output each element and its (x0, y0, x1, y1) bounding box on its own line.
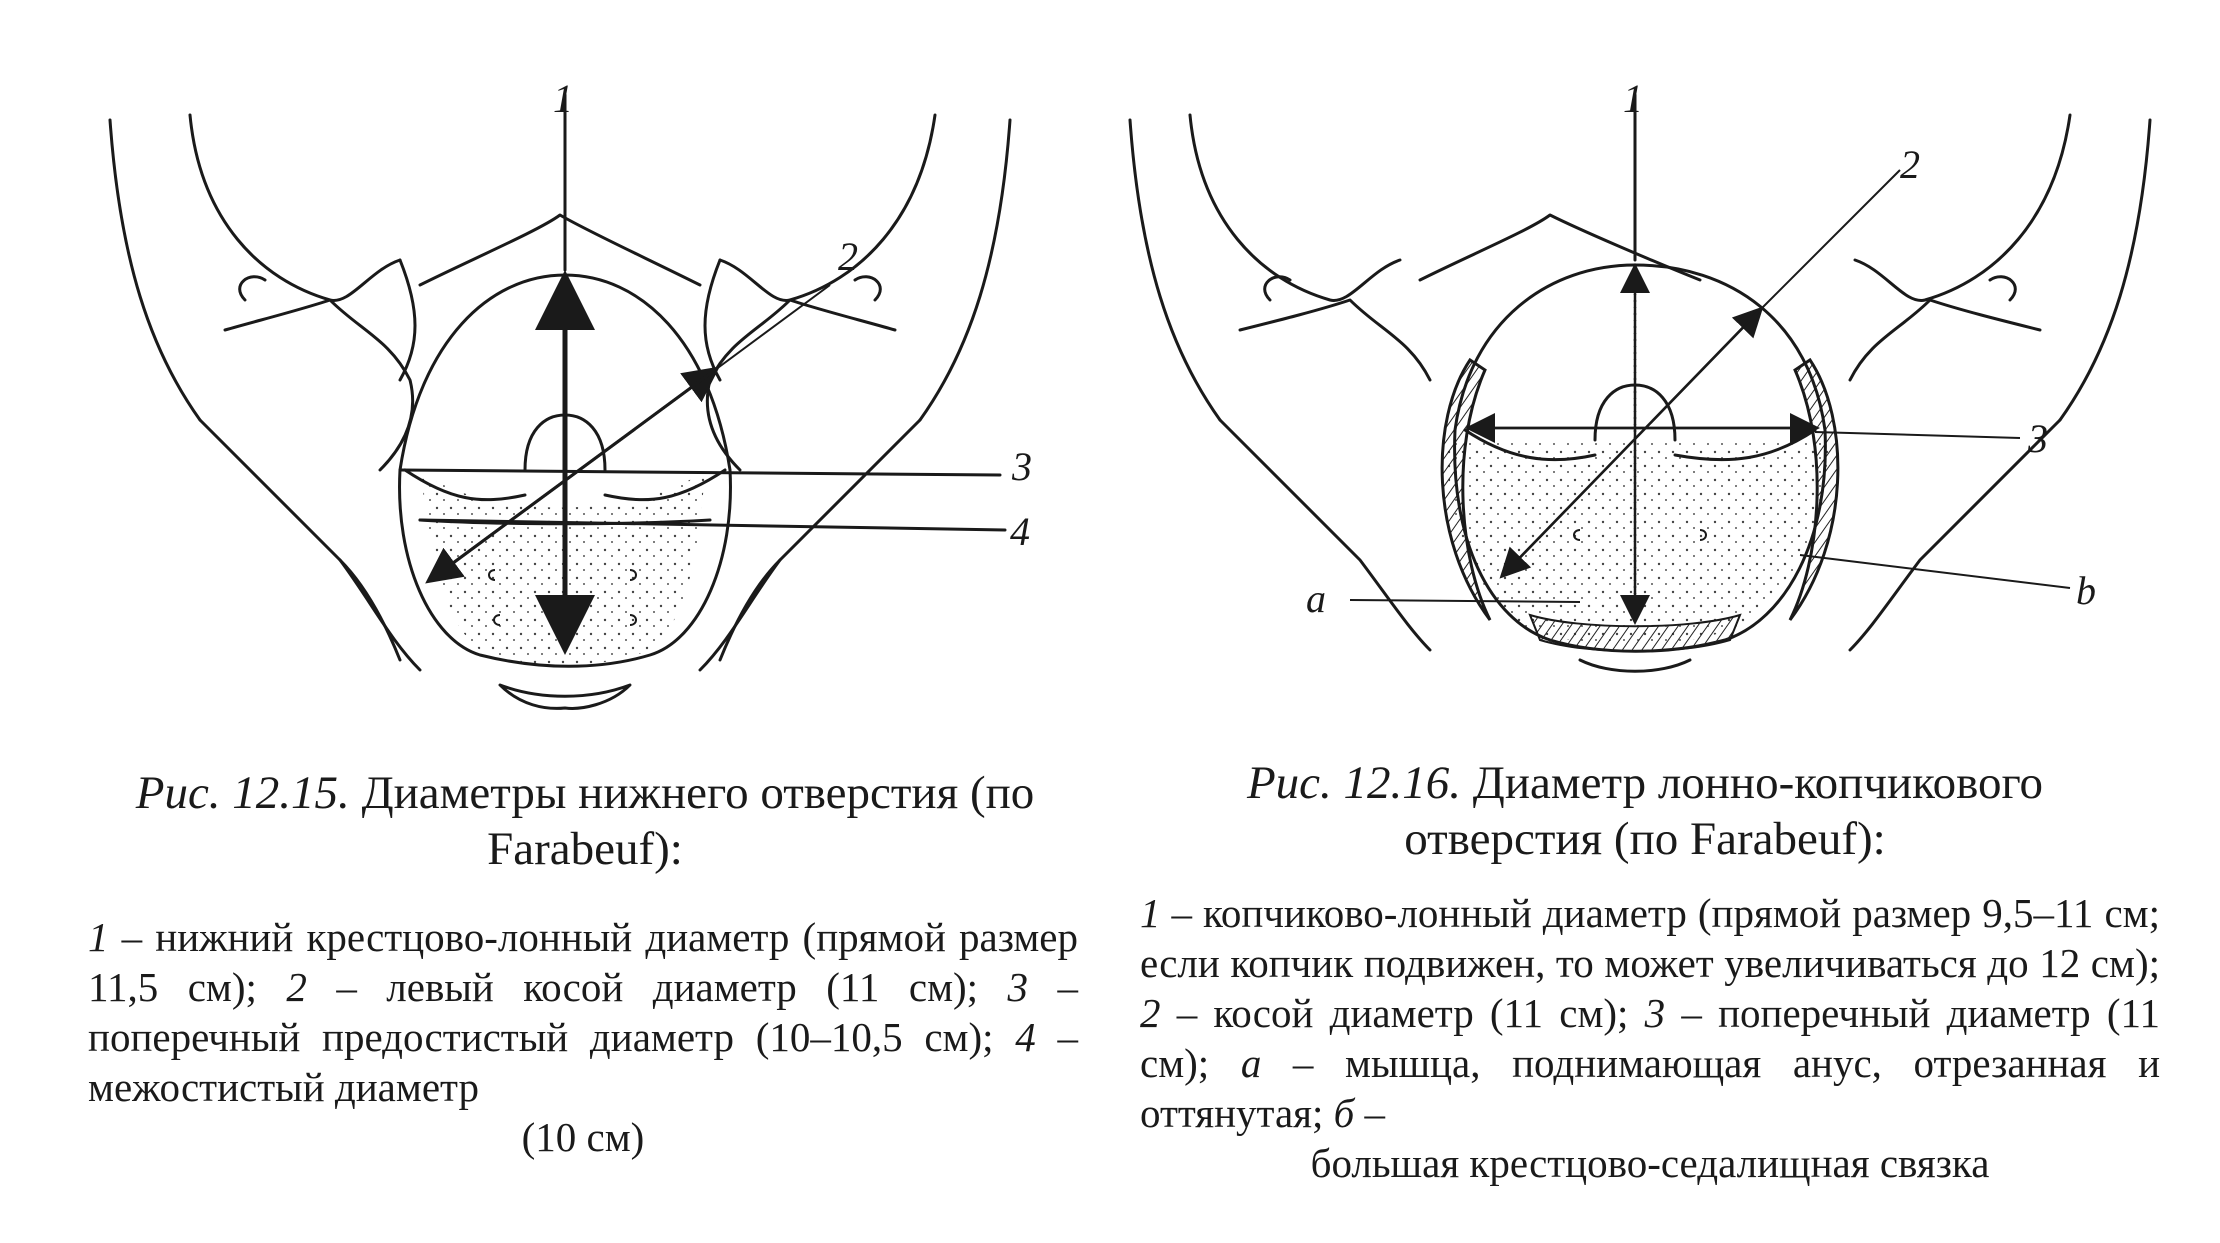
pelvis-outline (108, 113, 1012, 672)
caption-number: Рис. 12.15. (135, 767, 350, 819)
legend-number: 3 (1644, 990, 1666, 1036)
caption-title: Диаметры нижнего отверстия (по Farabeuf)… (361, 767, 1035, 875)
legend-text: – мышца, поднимающая анус, отрезанная и … (1140, 1040, 2161, 1136)
label-1: 1 (553, 76, 573, 121)
caption-title: Диаметр лонно-копчикового отверстия (по … (1404, 757, 2044, 865)
pelvic-outlet (1440, 263, 1840, 673)
diameter-lines (1349, 93, 2071, 625)
figure-12-15-caption: Рис. 12.15. Диаметры нижнего отверстия (… (80, 765, 1090, 877)
figure-12-16-legend: 1 – копчиково-лонный диаметр (прямой раз… (1140, 888, 2160, 1188)
figure-12-15-legend: 1 – нижний крестцово-лонный диаметр (пря… (88, 912, 1078, 1162)
label-4: 4 (1010, 509, 1030, 554)
label-b: b (2076, 568, 2096, 613)
diameter-lines (398, 93, 1007, 655)
legend-number: 4 (1015, 1014, 1036, 1060)
legend-number: 1 (88, 914, 109, 960)
caption-number: Рис. 12.16. (1246, 757, 1462, 809)
legend-letter: б (1333, 1090, 1355, 1136)
legend-text: – нижний крестцово-лонный диаметр (прямо… (88, 914, 1078, 1010)
legend-text: – межостистый диаметр (88, 1014, 1078, 1110)
legend-number: 2 (1140, 990, 1161, 1036)
legend-letter: а (1240, 1040, 1262, 1086)
legend-number: 3 (1007, 964, 1029, 1010)
legend-text: – (1354, 1090, 1386, 1136)
label-a: a (1306, 576, 1326, 621)
figure-12-15-drawing: 1 2 3 4 (108, 76, 1032, 710)
legend-text: – копчиково-лонный диаметр (прямой разме… (1140, 890, 2160, 986)
legend-number: 2 (286, 964, 307, 1010)
legend-text: большая крестцово-седалищная связка (1310, 1140, 1990, 1186)
legend-text: – косой диаметр (11 см); (1160, 990, 1645, 1036)
legend-text: – поперечный предостистый диаметр (10–10… (88, 964, 1078, 1060)
legend-text: – поперечный диаметр (11 см); (1140, 990, 2160, 1086)
label-1: 1 (1623, 76, 1643, 121)
label-2: 2 (838, 234, 858, 279)
legend-number: 1 (1140, 890, 1161, 936)
figure-12-16-caption: Рис. 12.16. Диаметр лонно-копчикового от… (1165, 755, 2125, 867)
legend-text: (10 см) (521, 1114, 645, 1160)
label-2: 2 (1900, 142, 1920, 187)
label-3: 3 (2027, 416, 2048, 461)
label-3: 3 (1011, 444, 1032, 489)
legend-text: – левый косой диаметр (11 см); (306, 964, 1008, 1010)
figure-12-16-drawing: 1 2 3 a b (1128, 76, 2152, 673)
pelvis-outline (1128, 113, 2152, 652)
